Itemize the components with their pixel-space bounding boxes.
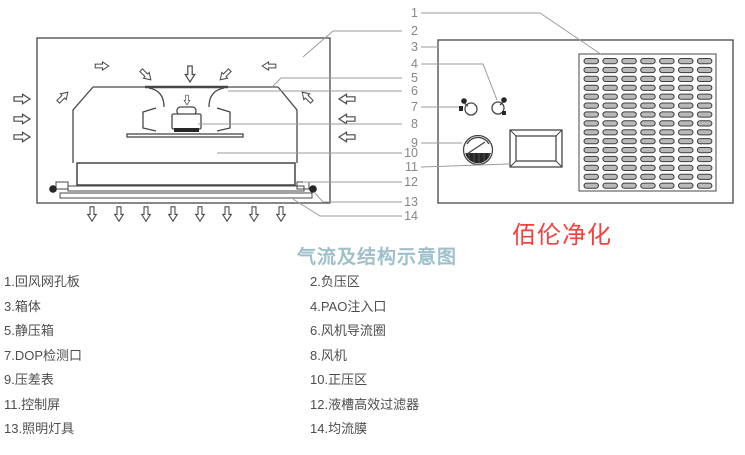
legend-item-11: 11.控制屏 xyxy=(4,396,61,412)
callout-13: 13 xyxy=(404,195,418,209)
legend-item-13: 13.照明灯具 xyxy=(4,421,75,436)
airflow-arrow xyxy=(195,206,205,222)
airflow-arrow xyxy=(338,113,356,125)
legend-item-12: 12.液槽高效过滤器 xyxy=(310,396,420,412)
return-air-grille xyxy=(578,53,717,192)
airflow-arrow xyxy=(13,113,31,125)
airflow-arrow xyxy=(298,88,316,106)
callout-11: 11 xyxy=(405,160,418,174)
airflow-arrow xyxy=(261,61,277,71)
airflow-arrow xyxy=(137,66,155,84)
cabinet-outline xyxy=(36,37,331,204)
legend-item-2: 2.负压区 xyxy=(310,274,360,289)
airflow-arrow xyxy=(276,206,286,222)
flow-membrane xyxy=(59,192,313,199)
grille-slots xyxy=(583,58,713,189)
unit-cross-section xyxy=(36,37,331,204)
diagram-title: 气流及结构示意图 xyxy=(297,247,458,268)
callout-6: 6 xyxy=(411,84,418,98)
callout-9: 9 xyxy=(411,136,418,150)
legend-item-3: 3.箱体 xyxy=(4,298,41,314)
callout-4: 4 xyxy=(411,57,418,71)
legend-item-14: 14.均流膜 xyxy=(310,421,368,436)
airflow-arrow xyxy=(87,206,97,222)
fan-inlet-cone-right xyxy=(208,87,225,108)
fan-bracket-left xyxy=(142,107,157,132)
airflow-arrow xyxy=(338,131,356,143)
callout-7: 7 xyxy=(411,100,418,114)
airflow-arrow xyxy=(222,206,232,222)
airflow-arrow xyxy=(114,206,124,222)
callout-2: 2 xyxy=(411,24,418,38)
callout-3: 3 xyxy=(411,40,418,54)
airflow-arrow xyxy=(13,93,31,105)
pressure-gauge-icon xyxy=(462,134,494,166)
callout-5: 5 xyxy=(411,71,418,85)
callout-1: 1 xyxy=(411,6,418,20)
airflow-arrow xyxy=(183,94,191,106)
hepa-filter xyxy=(76,162,296,186)
legend-item-6: 6.风机导流圈 xyxy=(310,323,386,338)
motor-base-plate xyxy=(126,133,244,138)
airflow-arrow xyxy=(338,93,356,105)
callout-14: 14 xyxy=(404,209,418,223)
legend-item-7: 7.DOP检测口 xyxy=(4,347,83,363)
airflow-arrow xyxy=(13,131,31,143)
callout-10: 10 xyxy=(404,146,418,160)
legend-item-5: 5.静压箱 xyxy=(4,323,54,338)
brand-logo-text: 佰伦净化 xyxy=(512,222,612,249)
airflow-arrow xyxy=(184,65,196,83)
callout-numbers: 1 2 3 4 5 6 7 8 9 10 11 12 13 14 xyxy=(404,6,418,223)
airflow-arrow xyxy=(141,206,151,222)
front-panel xyxy=(437,39,734,204)
legend-item-4: 4.PAO注入口 xyxy=(310,298,387,314)
airflow-arrow xyxy=(94,61,110,71)
filter-frame xyxy=(67,185,305,192)
legend-item-1: 1.回风网孔板 xyxy=(4,274,80,289)
fan-bracket-right xyxy=(216,107,231,132)
fan-inlet-cone-left xyxy=(148,87,165,108)
pao-port xyxy=(491,97,507,115)
light-fixture-left xyxy=(49,181,69,193)
schematic-diagram: 1 2 3 4 5 6 7 8 9 10 11 12 13 14 xyxy=(13,6,734,223)
legend-item-9: 9.压差表 xyxy=(4,372,54,387)
control-screen xyxy=(509,129,563,168)
dop-port xyxy=(459,98,478,116)
legend: 1.回风网孔板 2.负压区 3.箱体 4.PAO注入口 5.静压箱 6.风机导流… xyxy=(4,275,624,436)
leader-lines xyxy=(198,12,603,217)
callout-8: 8 xyxy=(411,117,418,131)
airflow-arrow xyxy=(249,206,259,222)
legend-item-10: 10.正压区 xyxy=(310,372,368,387)
airflow-arrow xyxy=(168,206,178,222)
panel-outline xyxy=(437,39,734,204)
airflow-arrow xyxy=(54,88,72,106)
fan-motor xyxy=(171,106,202,132)
callout-12: 12 xyxy=(404,175,418,189)
airflow-arrow xyxy=(216,66,234,84)
legend-item-8: 8.风机 xyxy=(310,347,347,363)
